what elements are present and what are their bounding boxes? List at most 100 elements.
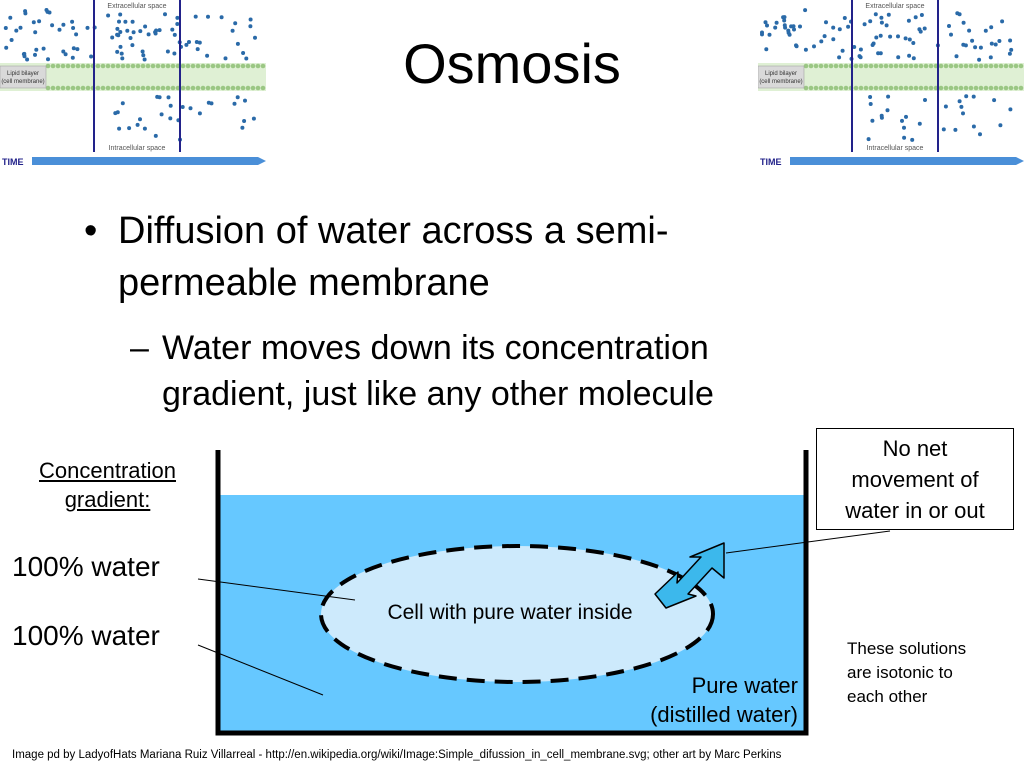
molecule-dot (866, 137, 871, 142)
time-label: TIME (2, 157, 24, 167)
lipid-head (843, 63, 849, 69)
lipid-head (65, 85, 71, 91)
lipid-head (95, 85, 101, 91)
molecule-dot (244, 56, 249, 61)
lipid-head (195, 85, 201, 91)
intracellular-label: Intracellular space (867, 145, 924, 152)
pointer-line-note (725, 530, 891, 554)
molecule-dot (223, 56, 228, 61)
lipid-head (878, 63, 884, 69)
pure-water-line2: (distilled water) (650, 702, 798, 727)
lipid-head (823, 85, 829, 91)
molecule-dot (973, 45, 978, 50)
molecule-dot (168, 116, 173, 121)
molecule-dot (194, 40, 199, 44)
lipid-head (838, 85, 844, 91)
lipid-head (185, 85, 191, 91)
molecule-dot (997, 39, 1002, 43)
molecule-dot (870, 118, 875, 123)
lipid-head (95, 63, 101, 69)
no-net-movement-callout: No net movement of water in or out (816, 428, 1014, 530)
lipid-head (898, 85, 904, 91)
lipid-head (928, 63, 934, 69)
lipid-head (170, 85, 176, 91)
molecule-dot (886, 94, 891, 99)
molecule-dot (803, 8, 808, 13)
molecule-dot (964, 94, 969, 99)
molecule-dot (159, 112, 164, 117)
lipid-head (210, 63, 216, 69)
molecule-dot (949, 32, 953, 37)
cell-interior (321, 546, 713, 682)
molecule-dot (46, 57, 50, 62)
molecule-dot (917, 121, 922, 126)
molecule-dot (61, 22, 66, 27)
molecule-dot (913, 15, 918, 20)
lipid-head (808, 63, 814, 69)
molecule-dot (961, 111, 965, 116)
molecule-dot (878, 51, 883, 56)
lipid-head (803, 63, 809, 69)
lipid-head (878, 85, 884, 91)
molecule-dot (172, 51, 177, 56)
molecule-dot (819, 39, 824, 44)
lipid-label-line2: (cell membrane) (759, 79, 802, 85)
lipid-head (873, 63, 879, 69)
molecule-dot (868, 102, 873, 106)
molecule-dot (85, 25, 90, 30)
lipid-head (255, 85, 261, 91)
water-label-inside: 100% water (12, 551, 160, 582)
molecule-dot (184, 42, 189, 47)
lipid-head (993, 85, 999, 91)
molecule-dot (14, 28, 19, 33)
lipid-head (1008, 63, 1014, 69)
molecule-dot (50, 23, 55, 28)
lipid-head (165, 63, 171, 69)
lipid-head (195, 63, 201, 69)
molecule-dot (193, 14, 198, 19)
molecule-dot (33, 30, 38, 35)
lipid-head (918, 85, 924, 91)
lipid-head (968, 63, 974, 69)
lipid-head (858, 63, 864, 69)
lipid-head (215, 63, 221, 69)
lipid-head (983, 63, 989, 69)
molecule-dot (74, 32, 79, 37)
molecule-dot (967, 28, 972, 33)
lipid-head (958, 63, 964, 69)
lipid-head (65, 63, 71, 69)
molecule-dot (953, 127, 958, 132)
molecule-dot (798, 24, 802, 29)
lipid-head (135, 85, 141, 91)
molecule-dot (959, 104, 964, 109)
lipid-head (818, 63, 824, 69)
lipid-head (983, 85, 989, 91)
lipid-head (963, 63, 969, 69)
molecule-dot (858, 47, 863, 52)
lipid-head (105, 85, 111, 91)
lipid-head (120, 85, 126, 91)
lipid-head (145, 63, 151, 69)
lipid-head (180, 85, 186, 91)
molecule-dot (919, 13, 924, 17)
cell-label: Cell with pure water inside (387, 601, 633, 624)
lipid-head (893, 63, 899, 69)
lipid-head (918, 63, 924, 69)
lipid-head (953, 85, 959, 91)
time-arrow (32, 157, 266, 165)
lipid-head (55, 63, 61, 69)
time-arrow (790, 157, 1024, 165)
lipid-head (898, 63, 904, 69)
lipid-head (1013, 63, 1019, 69)
lipid-head (160, 85, 166, 91)
molecule-dot (907, 53, 912, 58)
extracellular-label: Extracellular space (865, 3, 924, 10)
molecule-dot (63, 52, 68, 57)
lipid-label-line1: Lipid bilayer (7, 71, 39, 77)
lipid-head (70, 63, 76, 69)
molecule-dot (911, 41, 916, 45)
molecule-dot (885, 108, 890, 113)
molecule-dot (242, 119, 247, 123)
double-arrow-icon (654, 542, 725, 609)
